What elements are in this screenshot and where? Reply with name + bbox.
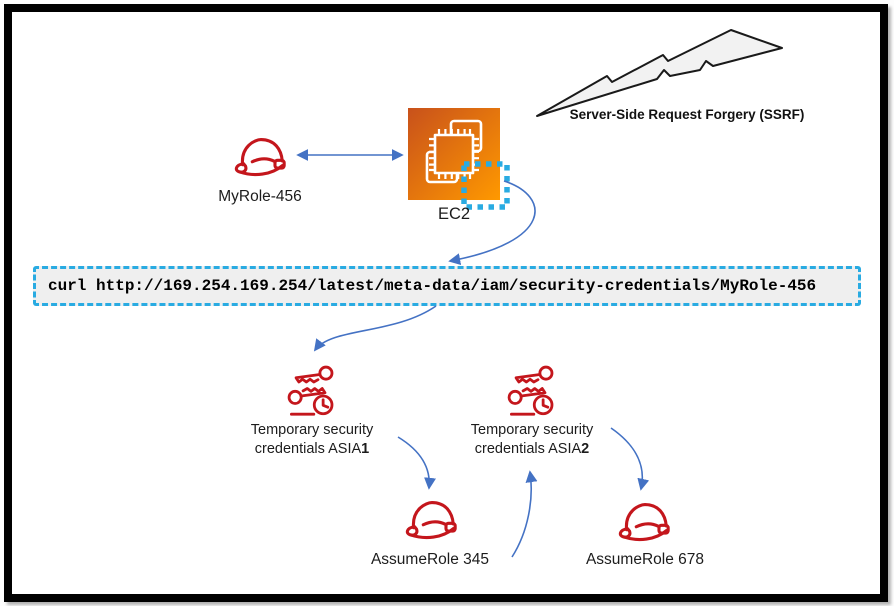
temp-creds-2-line2: credentials ASIA2 bbox=[474, 440, 590, 457]
ssrf-label: Server-Side Request Forgery (SSRF) bbox=[569, 107, 805, 122]
temp-creds-1-line2: credentials ASIA1 bbox=[254, 440, 370, 457]
ec2-label: EC2 bbox=[437, 205, 471, 223]
curl-command-text: curl http://169.254.169.254/latest/meta-… bbox=[48, 277, 817, 295]
metadata-highlight-square bbox=[461, 161, 510, 210]
iam-role-icon-345 bbox=[405, 501, 457, 540]
myrole-label: MyRole-456 bbox=[218, 188, 302, 205]
assume-role-678-label: AssumeRole 678 bbox=[585, 551, 705, 568]
iam-role-icon-678 bbox=[618, 503, 670, 542]
assume-role-345-label: AssumeRole 345 bbox=[370, 551, 490, 568]
temporary-credentials-icon-1 bbox=[287, 365, 334, 416]
iam-role-icon bbox=[234, 138, 286, 177]
lightning-bolt-icon bbox=[536, 29, 783, 117]
temp-creds-2-line1: Temporary security bbox=[470, 422, 594, 438]
temp-creds-2-label: Temporary security credentials ASIA2 bbox=[453, 421, 611, 458]
temp-creds-1-line1: Temporary security bbox=[250, 422, 374, 438]
curl-command-box: curl http://169.254.169.254/latest/meta-… bbox=[33, 266, 861, 306]
temporary-credentials-icon-2 bbox=[507, 365, 554, 416]
temp-creds-1-label: Temporary security credentials ASIA1 bbox=[233, 421, 391, 458]
